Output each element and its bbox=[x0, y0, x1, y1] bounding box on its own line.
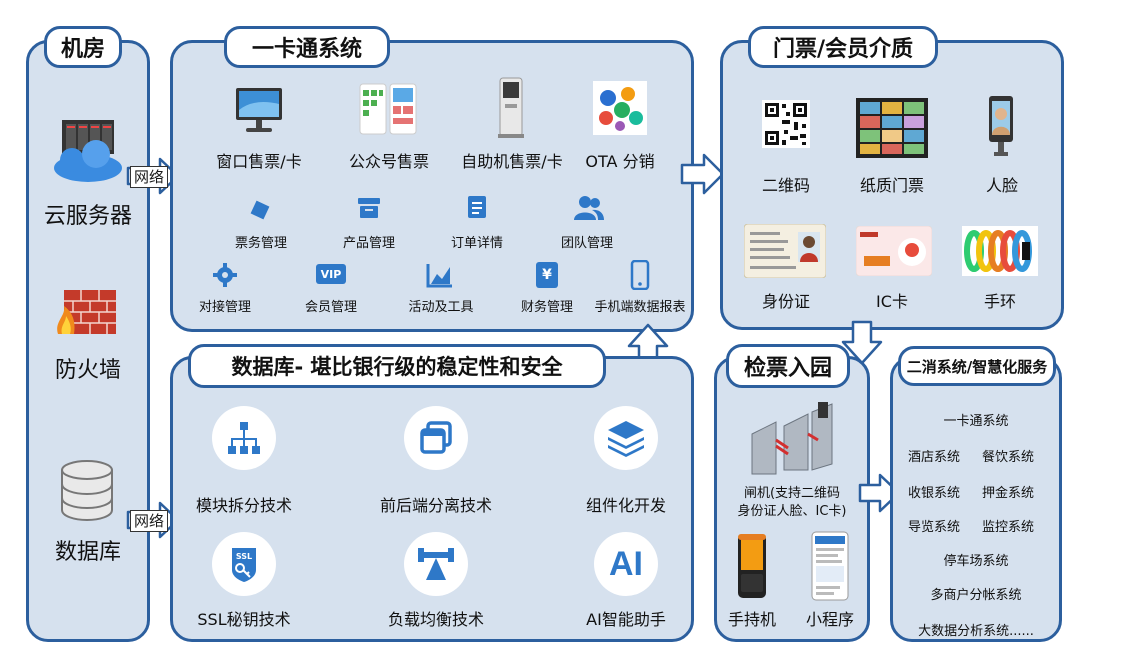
system-item: 多商户分帐系统 bbox=[930, 588, 1022, 603]
database-panel-title: 数据库- 堪比银行级的稳定性和安全 bbox=[188, 344, 606, 388]
order-icon bbox=[468, 196, 486, 218]
ic-card-icon bbox=[856, 226, 932, 276]
handheld-label: 手持机 bbox=[727, 610, 776, 629]
channel-label: 自助机售票/卡 bbox=[461, 152, 563, 171]
kiosk-icon bbox=[498, 77, 524, 138]
media-label: 纸质门票 bbox=[859, 176, 924, 195]
entry-title: 检票入园 bbox=[726, 344, 850, 388]
card-system-title: 一卡通系统 bbox=[224, 26, 390, 68]
wristband-icon bbox=[962, 226, 1038, 276]
arrow-right-icon bbox=[858, 473, 901, 513]
ssl-text: SSL bbox=[236, 552, 252, 561]
server-room-title: 机房 bbox=[44, 26, 122, 68]
module-label: 对接管理 bbox=[198, 300, 251, 315]
qr-code-icon bbox=[762, 100, 810, 148]
ai-assistant-icon: AI bbox=[594, 532, 658, 596]
module-label: 产品管理 bbox=[342, 236, 395, 251]
cloud-server-icon bbox=[54, 120, 122, 182]
chart-icon bbox=[426, 264, 452, 288]
module-label: 团队管理 bbox=[560, 236, 613, 251]
system-item: 酒店系统 bbox=[907, 450, 960, 465]
feature-label: 负载均衡技术 bbox=[387, 610, 484, 629]
module-label: 活动及工具 bbox=[408, 300, 474, 315]
system-item: 收银系统 bbox=[907, 486, 960, 501]
media-label: 手环 bbox=[983, 292, 1016, 311]
system-item: 押金系统 bbox=[981, 486, 1034, 501]
feature-label: 模块拆分技术 bbox=[195, 496, 292, 515]
secondary-panel bbox=[890, 356, 1062, 642]
component-layers-icon bbox=[594, 406, 658, 470]
cloud-server-label: 云服务器 bbox=[43, 204, 132, 229]
secondary-title: 二消系统/智慧化服务 bbox=[898, 346, 1056, 386]
mini-program-label: 小程序 bbox=[805, 610, 854, 629]
media-label: 二维码 bbox=[761, 176, 810, 195]
module-label: 财务管理 bbox=[520, 300, 573, 315]
system-item: 停车场系统 bbox=[943, 554, 1009, 569]
mini-program-icon bbox=[811, 531, 849, 601]
system-item: 大数据分析系统...... bbox=[918, 624, 1034, 639]
product-icon bbox=[358, 198, 380, 218]
arrow-right-icon bbox=[680, 153, 725, 195]
paper-ticket-icon bbox=[856, 98, 928, 158]
arrow-down-icon bbox=[841, 320, 883, 365]
database-icon bbox=[61, 460, 113, 522]
system-item: 监控系统 bbox=[981, 520, 1034, 535]
ota-icon bbox=[593, 81, 647, 135]
ai-text: AI bbox=[609, 544, 643, 583]
database-label: 数据库 bbox=[54, 540, 121, 565]
system-item: 导览系统 bbox=[907, 520, 960, 535]
channel-label: OTA 分销 bbox=[585, 152, 655, 171]
module-label: 会员管理 bbox=[304, 300, 357, 315]
media-panel bbox=[720, 40, 1064, 330]
system-item: 一卡通系统 bbox=[943, 414, 1009, 429]
load-balance-icon bbox=[404, 532, 468, 596]
frontend-backend-icon bbox=[404, 406, 468, 470]
network-label-top: 网络 bbox=[130, 166, 169, 188]
feature-label: AI智能助手 bbox=[586, 610, 666, 629]
network-label-bottom: 网络 bbox=[130, 510, 169, 532]
media-label: 身份证 bbox=[761, 292, 810, 311]
channel-label: 公众号售票 bbox=[348, 152, 429, 171]
feature-label: 前后端分离技术 bbox=[379, 496, 492, 515]
turnstile-gate-icon bbox=[751, 402, 833, 475]
module-label: 票务管理 bbox=[234, 236, 287, 251]
module-label: 订单详情 bbox=[450, 236, 503, 251]
monitor-icon bbox=[236, 88, 282, 132]
media-label: 人脸 bbox=[985, 176, 1018, 195]
media-title: 门票/会员介质 bbox=[748, 26, 938, 68]
vip-icon: VIP bbox=[316, 264, 346, 284]
firewall-label: 防火墙 bbox=[54, 358, 121, 383]
mobile-icon bbox=[630, 260, 650, 290]
channel-label: 窗口售票/卡 bbox=[216, 152, 302, 171]
finance-icon: ¥ bbox=[536, 262, 558, 288]
ticket-icon bbox=[250, 200, 270, 220]
module-label: 手机端数据报表 bbox=[594, 300, 686, 315]
face-device-icon bbox=[989, 96, 1013, 156]
module-split-icon bbox=[212, 406, 276, 470]
wechat-phones-icon bbox=[359, 83, 417, 135]
system-item: 餐饮系统 bbox=[981, 450, 1034, 465]
feature-label: SSL秘钥技术 bbox=[197, 610, 291, 629]
gate-label-line2: 身份证人脸、IC卡) bbox=[737, 504, 847, 519]
feature-label: 组件化开发 bbox=[585, 496, 666, 515]
firewall-icon bbox=[57, 290, 116, 334]
gate-label-line1: 闸机(支持二维码 bbox=[743, 486, 841, 501]
gear-icon bbox=[213, 263, 237, 287]
handheld-device-icon bbox=[738, 534, 766, 598]
ssl-key-icon: SSL bbox=[212, 532, 276, 596]
id-card-icon bbox=[744, 224, 826, 278]
media-label: IC卡 bbox=[876, 292, 908, 311]
team-icon bbox=[574, 196, 604, 220]
